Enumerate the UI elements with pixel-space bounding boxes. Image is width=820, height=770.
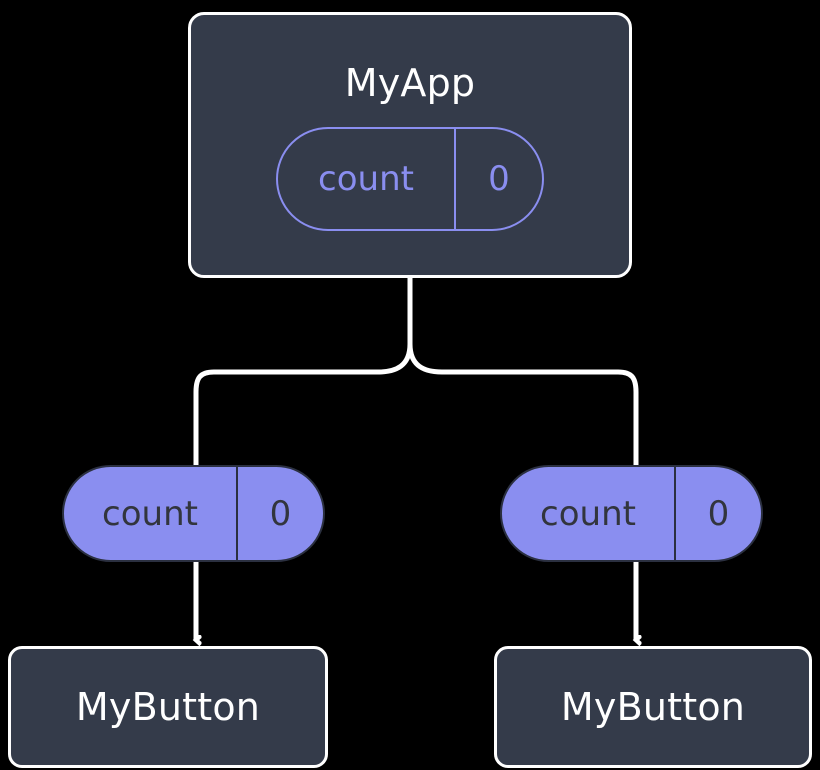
prop-pill-value: 0 xyxy=(707,493,730,534)
edge-root-to-left-pill xyxy=(193,343,413,466)
prop-pill-right-count[interactable]: count 0 xyxy=(500,465,763,562)
component-card-mybutton-left[interactable]: MyButton xyxy=(8,646,328,768)
component-title-mybutton: MyButton xyxy=(75,685,261,729)
prop-pill-value: 0 xyxy=(269,493,292,534)
prop-pill-left-count[interactable]: count 0 xyxy=(62,465,325,562)
state-pill-key: count xyxy=(278,129,456,229)
state-pill-myapp-count[interactable]: count 0 xyxy=(276,127,544,231)
edge-root-to-right-pill xyxy=(407,343,639,466)
prop-pill-key: count xyxy=(502,467,676,560)
component-title-mybutton: MyButton xyxy=(560,685,746,729)
state-pill-value: 0 xyxy=(488,159,510,199)
component-card-mybutton-right[interactable]: MyButton xyxy=(494,646,812,768)
component-title-myapp: MyApp xyxy=(344,61,476,105)
prop-pill-key: count xyxy=(64,467,238,560)
